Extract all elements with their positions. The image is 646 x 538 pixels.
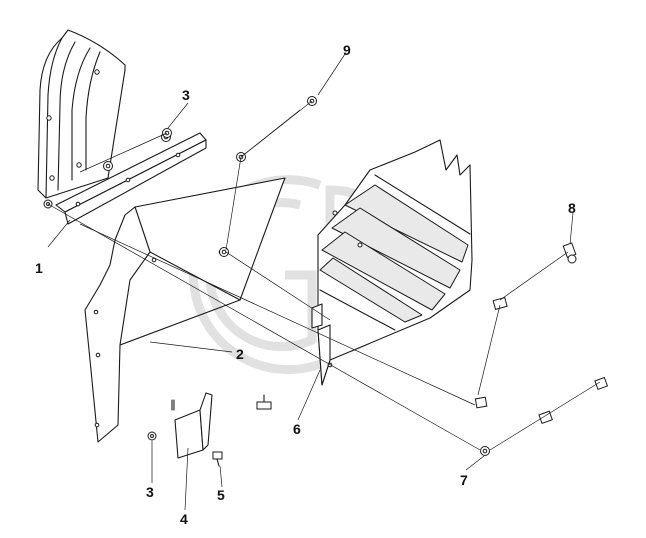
hardware-bolt-7-right-upper [594,376,609,391]
callout-6: 6 [293,421,301,437]
callout-3-upper: 3 [182,87,190,103]
assembly-lines [47,100,601,451]
callout-4: 4 [180,511,188,527]
hardware-nut-3-lower [147,431,157,441]
hardware-nut-7 [480,446,490,456]
leader-lines [47,53,574,511]
callout-8: 8 [568,200,576,216]
hardware-nut-9-lower [219,247,229,257]
hardware-nut-9-middle [236,152,246,162]
upper-bracket [37,29,126,199]
part-6-ribbed-panel [311,139,473,386]
callout-2: 2 [236,346,244,362]
callout-9: 9 [343,42,351,58]
hardware-bolt-8-middle [492,296,508,310]
hardware-bolt-8-upper [562,242,577,264]
hardware-bolt-6-lower [474,396,488,409]
hardware-bolt-center [256,394,272,410]
part-2-flap-shield [84,177,286,443]
callout-1: 1 [35,260,43,276]
part-1-angle-rail [43,132,207,225]
callout-3-lower: 3 [146,484,154,500]
callout-5: 5 [217,487,225,503]
part-4-bracket-plate [171,392,213,459]
hardware-bolt-5 [212,451,223,467]
callout-7: 7 [460,472,468,488]
